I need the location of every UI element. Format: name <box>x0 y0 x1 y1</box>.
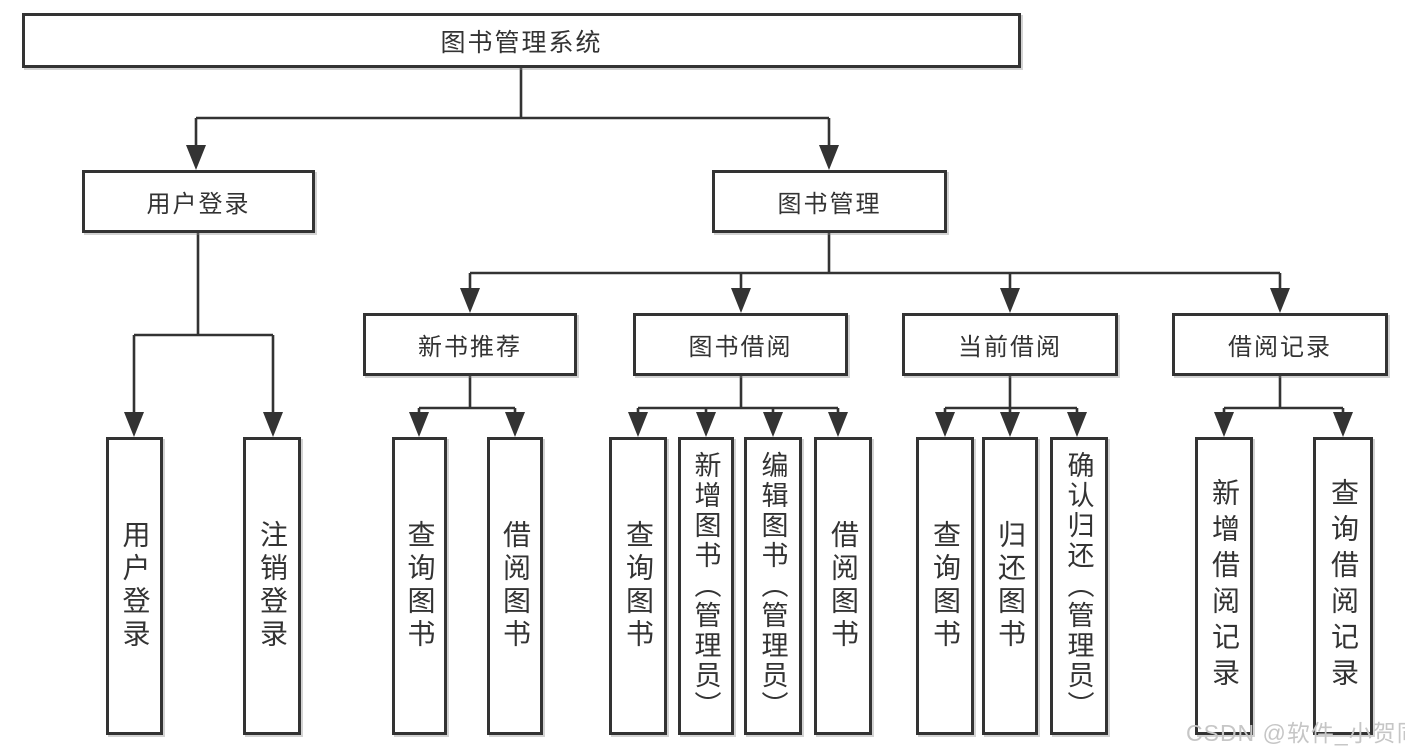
leaf-user-login: 用户登录 <box>106 437 163 735</box>
node-library-system: 图书管理系统 <box>22 13 1021 68</box>
leaf-label: 查询图书 <box>930 520 961 652</box>
leaf-query-books-recommend: 查询图书 <box>392 437 447 735</box>
csdn-watermark: CSDN @软件_小贺同学 <box>1186 720 1405 746</box>
leaf-label: 新增图书（管理员） <box>690 451 721 721</box>
leaf-label: 查询借阅记录 <box>1328 478 1359 694</box>
leaf-label: 编辑图书（管理员） <box>757 451 788 721</box>
leaf-return-books: 归还图书 <box>982 437 1038 735</box>
leaf-label: 用户登录 <box>119 520 151 652</box>
leaf-add-borrow-record: 新增借阅记录 <box>1195 437 1253 735</box>
leaf-label: 注销登录 <box>257 520 288 652</box>
leaf-query-books-current: 查询图书 <box>916 437 974 735</box>
node-new-book-recommend: 新书推荐 <box>363 313 577 376</box>
leaf-borrow-books-recommend: 借阅图书 <box>487 437 543 735</box>
leaf-label: 归还图书 <box>995 520 1026 652</box>
leaf-label: 查询图书 <box>623 520 654 652</box>
leaf-label: 借阅图书 <box>828 520 859 652</box>
leaf-label: 查询图书 <box>404 520 436 652</box>
leaf-confirm-return-admin: 确认归还（管理员） <box>1050 437 1108 735</box>
leaf-label: 确认归还（管理员） <box>1063 451 1094 721</box>
node-book-management: 图书管理 <box>712 170 947 233</box>
node-user-login: 用户登录 <box>82 170 315 233</box>
leaf-label: 新增借阅记录 <box>1209 478 1240 694</box>
leaf-add-books-admin: 新增图书（管理员） <box>678 437 734 735</box>
node-current-borrow: 当前借阅 <box>902 313 1118 376</box>
leaf-label: 借阅图书 <box>500 520 531 652</box>
node-borrow-records: 借阅记录 <box>1172 313 1388 376</box>
leaf-query-borrow-record: 查询借阅记录 <box>1313 437 1373 735</box>
leaf-edit-books-admin: 编辑图书（管理员） <box>744 437 802 735</box>
leaf-query-books-borrow: 查询图书 <box>609 437 667 735</box>
leaf-logout: 注销登录 <box>243 437 301 735</box>
node-book-borrow: 图书借阅 <box>633 313 848 376</box>
leaf-borrow-books: 借阅图书 <box>814 437 872 735</box>
